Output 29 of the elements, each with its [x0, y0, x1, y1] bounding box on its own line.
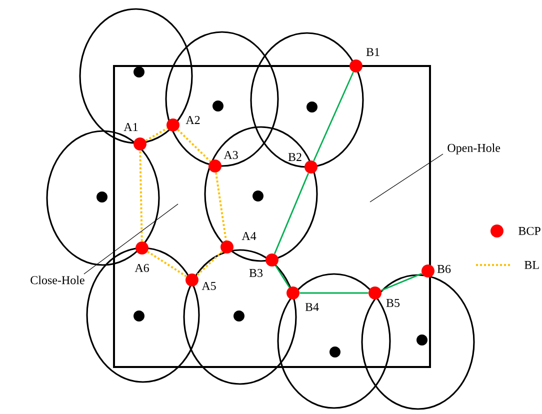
path-line: [300, 292, 368, 294]
boundary-line: [145, 127, 168, 142]
path-line: [313, 72, 354, 162]
point-label: A4: [242, 232, 256, 240]
path-line: [275, 265, 290, 288]
point-label: A3: [224, 150, 238, 160]
point-label: B1: [366, 48, 380, 56]
point-label: B2: [288, 153, 302, 161]
leader-line: [370, 154, 444, 202]
point-label: A1: [124, 123, 138, 131]
leader-line: [84, 204, 178, 274]
region-label: Open-Hole: [448, 144, 500, 154]
boundary-line: [177, 128, 211, 162]
point-label: B6: [437, 264, 451, 274]
point-label: A5: [202, 282, 216, 290]
point-label: B5: [386, 299, 400, 307]
point-label: B3: [249, 268, 263, 278]
boundary-line: [215, 172, 227, 241]
path-line: [380, 272, 422, 292]
legend-label: BL: [524, 261, 539, 269]
point-label: A2: [186, 116, 200, 124]
path-line: [274, 172, 310, 254]
region-label: Close-Hole: [30, 276, 84, 284]
boundary-line: [196, 250, 223, 276]
legend-label: BCP: [518, 226, 540, 236]
boundary-line: [147, 250, 187, 278]
point-label: B4: [305, 303, 319, 311]
boundary-line: [139, 150, 143, 242]
point-label: A6: [134, 264, 149, 272]
